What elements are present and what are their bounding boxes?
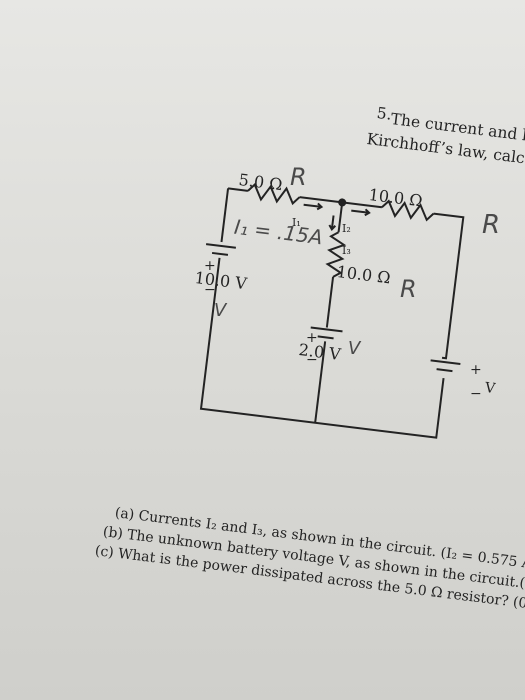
label-battery-v: V [484,380,497,398]
wire-top-left [227,187,249,192]
current-label-i3: I₃ [342,244,351,257]
current-arrow-i2 [351,208,371,217]
handwritten-v-middle: V [348,338,361,359]
battery-2v-plate-long [310,326,343,333]
minus-sign-10v: − [204,282,216,298]
wire-mid-branch [337,202,344,233]
resistor-10ohm-mid [325,231,347,278]
wire-left [220,188,230,243]
minus-sign-2v: − [306,352,318,368]
battery-2v-plate-short [317,335,334,340]
plus-sign-10v: + [204,258,216,274]
wire-top-right [433,212,465,360]
battery-v-plate-long [430,359,461,366]
wire-mid-down [325,276,335,328]
handwritten-v-left: V [214,300,227,321]
battery-v-plate-short [436,368,453,373]
current-arrow-i3 [328,215,337,232]
resistor-10ohm-right [381,199,435,222]
battery-10v-plate-short [211,251,229,256]
resistor-5ohm [247,182,301,206]
current-label-i2: I₂ [342,222,351,235]
current-label-i1: I₁ [292,216,301,229]
handwritten-r-top-left: R [290,163,307,191]
junction-dot [338,198,347,207]
battery-10v-plate-long [205,243,237,249]
plus-sign-v: + [470,362,482,378]
wire-mid-bottom [314,341,327,423]
handwritten-r-middle: R [400,275,417,303]
minus-sign-v: − [470,386,482,402]
current-arrow-i1 [303,202,324,211]
plus-sign-2v: + [306,330,318,346]
wire-left-lower [199,257,445,439]
handwritten-r-right: R [482,210,501,240]
